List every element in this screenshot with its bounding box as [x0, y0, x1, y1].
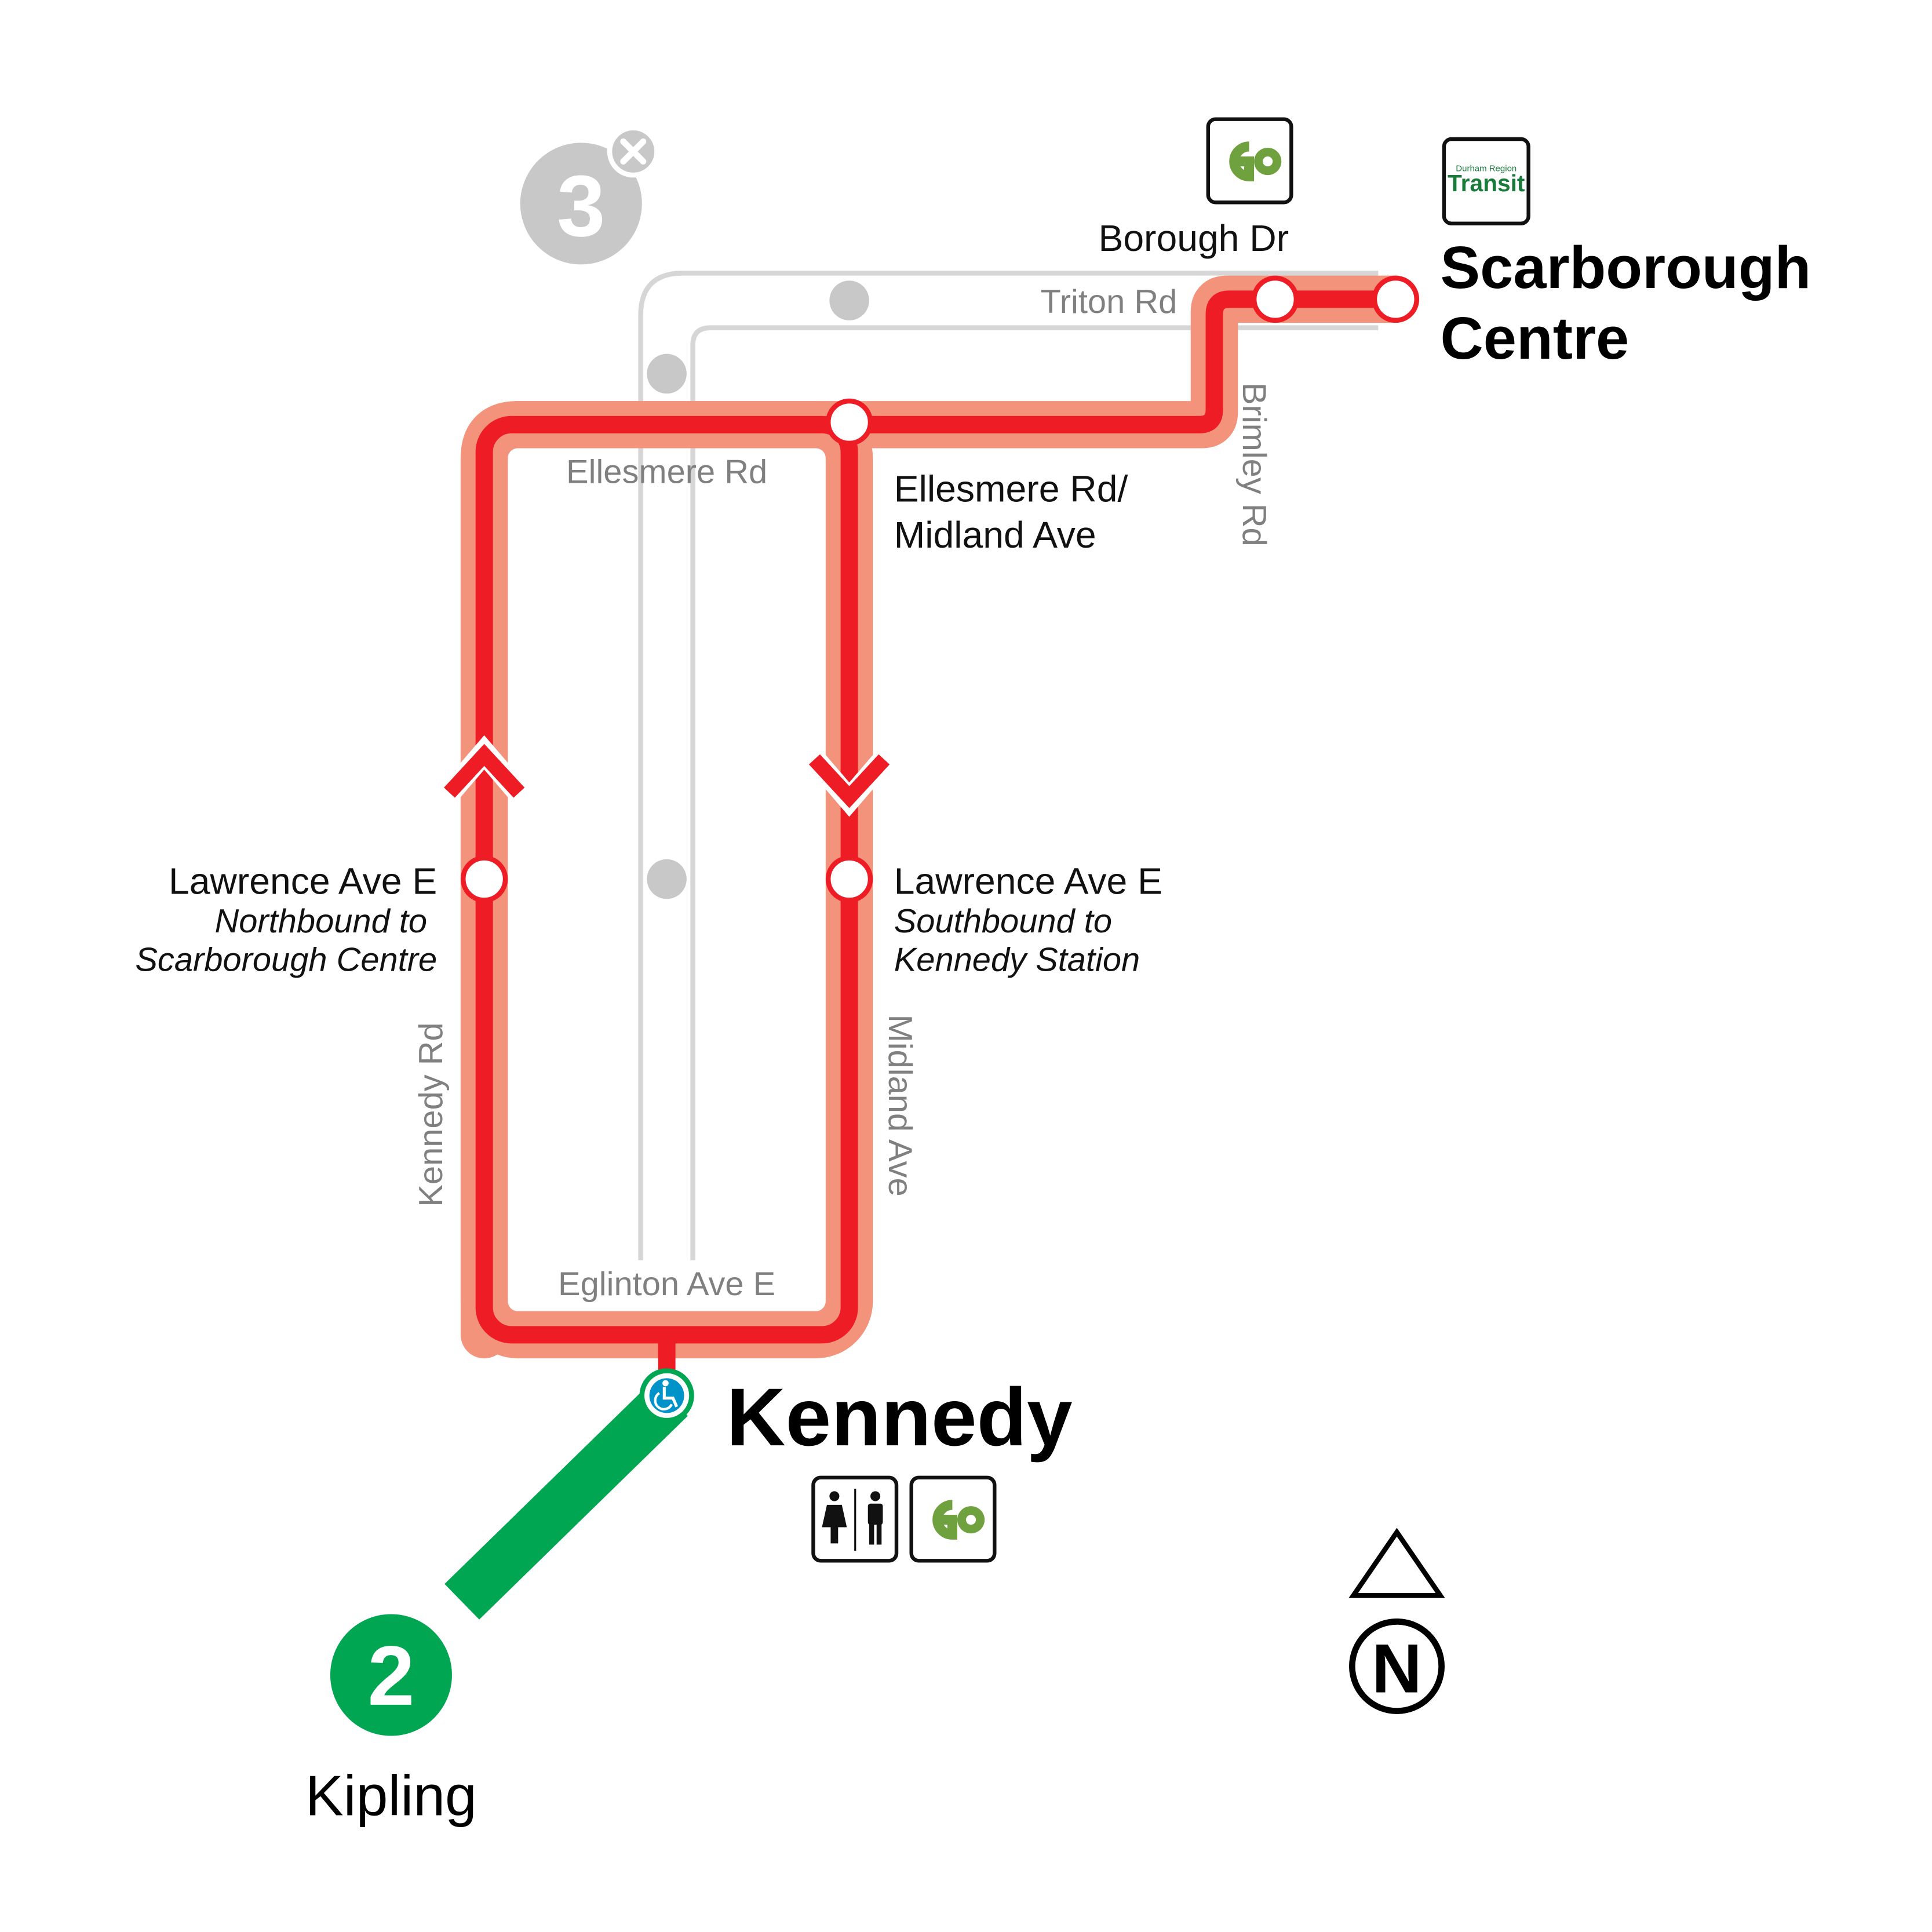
accessible-icon [639, 1368, 694, 1423]
closed-line-3-stops [647, 280, 869, 899]
station-labels: Scarborough Centre Borough Dr Ellesmere … [135, 217, 1811, 1828]
line-2-number: 2 [367, 1628, 414, 1723]
washroom-icon [811, 1475, 899, 1563]
stop-lawrence-nb[interactable] [460, 855, 508, 903]
closed-stop-lawrence [647, 859, 687, 899]
line-2-bullet: 2 [330, 1614, 452, 1736]
closed-stop-ellesmere [647, 353, 687, 394]
road-label-kennedy: Kennedy Rd [413, 1022, 450, 1206]
shuttle-stops [460, 275, 1420, 903]
southbound-arrow [803, 749, 895, 817]
road-label-ellesmere: Ellesmere Rd [566, 454, 767, 491]
label-ellesmere-line1: Ellesmere Rd/ [894, 468, 1128, 510]
line-3-closed-bullet: 3 [520, 125, 659, 265]
road-label-triton: Triton Rd [1041, 283, 1178, 320]
svg-text:GO: GO [0, 0, 2, 1]
road-label-midland: Midland Ave [881, 1015, 918, 1197]
go-transit-icon-borough: GO [0, 0, 1293, 205]
go-transit-icon-kennedy [909, 1475, 997, 1563]
road-network [638, 271, 1379, 1260]
north-compass: N [1348, 1528, 1445, 1714]
road-labels: Triton Rd Ellesmere Rd Eglinton Ave E Br… [413, 283, 1273, 1303]
stop-scarborough-centre[interactable] [1372, 275, 1420, 323]
line-3-number: 3 [557, 157, 605, 254]
note-lawrence-sb-line2: Kennedy Station [894, 942, 1140, 979]
durham-transit-icon: Durham Region Transit [1442, 137, 1530, 225]
durham-text-small: Durham Region [1456, 164, 1517, 174]
durham-text-big: Transit [1448, 170, 1525, 196]
north-arrow-icon [1348, 1528, 1445, 1598]
stop-borough-dr[interactable] [1251, 275, 1299, 323]
closed-x-icon [607, 125, 659, 178]
note-lawrence-nb-line1: Northbound to [214, 903, 427, 940]
label-borough-dr: Borough Dr [1098, 217, 1289, 259]
road-label-eglinton: Eglinton Ave E [558, 1266, 775, 1303]
label-lawrence-nb: Lawrence Ave E [169, 861, 437, 902]
shuttle-spur-scarborough [849, 290, 1396, 433]
stop-lawrence-sb[interactable] [825, 855, 873, 903]
line-2-segment [444, 1380, 688, 1620]
stop-ellesmere-midland[interactable] [825, 398, 873, 446]
label-ellesmere-line2: Midland Ave [894, 514, 1096, 556]
label-scarborough-line1: Scarborough [1441, 234, 1811, 301]
label-scarborough-line2: Centre [1441, 305, 1630, 371]
road-label-brimley: Brimley Rd [1235, 382, 1273, 546]
note-lawrence-nb-line2: Scarborough Centre [135, 942, 437, 979]
closed-stop-triton [829, 280, 869, 320]
label-kipling: Kipling [305, 1764, 477, 1828]
north-label: N [1372, 1630, 1422, 1707]
road-triton-inner [690, 325, 1379, 1260]
label-lawrence-sb: Lawrence Ave E [894, 861, 1162, 902]
direction-arrows [439, 735, 895, 817]
northbound-arrow [439, 735, 530, 803]
label-kennedy: Kennedy [726, 1371, 1072, 1463]
note-lawrence-sb-line1: Southbound to [894, 903, 1112, 940]
road-triton-outer [638, 271, 1379, 1260]
